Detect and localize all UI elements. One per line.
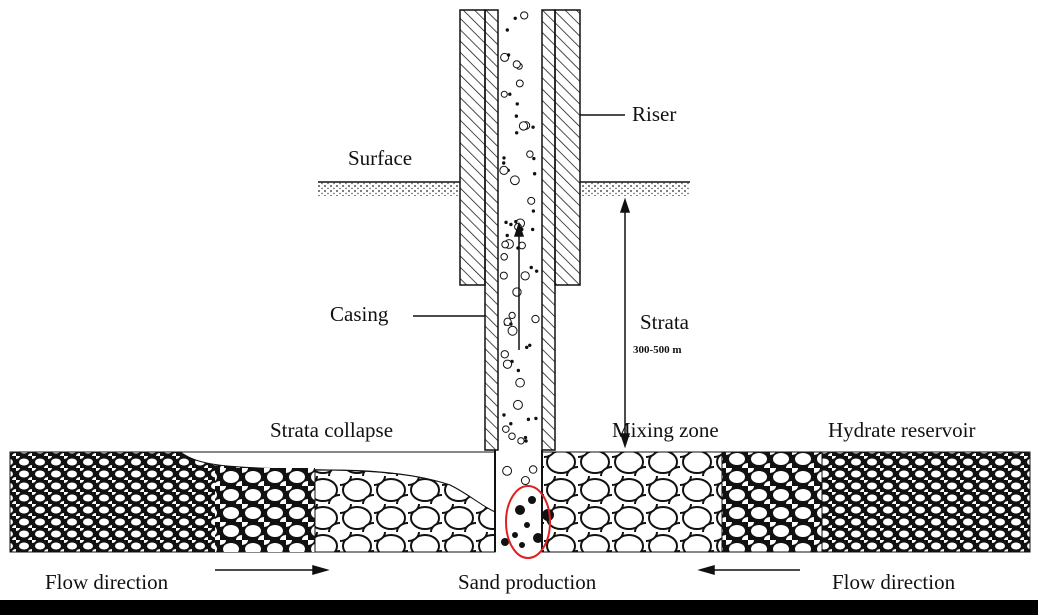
bubble bbox=[515, 377, 525, 388]
strata-depth-label: 300-500 m bbox=[633, 344, 682, 356]
flow-up-arrow bbox=[513, 221, 525, 350]
bubble bbox=[502, 359, 513, 369]
hydrate-reservoir-layer bbox=[9, 451, 1031, 553]
strata-depth-arrow bbox=[619, 197, 631, 449]
flow-direction-left-label: Flow direction bbox=[45, 570, 169, 594]
bubble bbox=[518, 121, 529, 131]
bubble bbox=[502, 413, 506, 417]
bubble bbox=[509, 422, 513, 426]
sand-production-highlight bbox=[505, 485, 551, 559]
bubble bbox=[509, 322, 513, 326]
flow-arrow-right bbox=[215, 565, 330, 575]
bubble bbox=[514, 114, 519, 118]
bubble bbox=[528, 465, 538, 474]
bubble bbox=[500, 90, 508, 98]
bubble bbox=[520, 476, 530, 486]
bubble bbox=[523, 435, 528, 440]
bubble bbox=[531, 314, 540, 324]
flow-direction-right-label: Flow direction bbox=[832, 570, 956, 594]
bubble bbox=[526, 417, 531, 422]
bubble bbox=[501, 240, 510, 249]
bubble bbox=[500, 350, 509, 359]
bubble bbox=[532, 172, 537, 176]
bubble bbox=[500, 52, 510, 62]
strata-collapse-label: Strata collapse bbox=[270, 418, 394, 442]
bubble bbox=[520, 11, 529, 20]
sand-production-label: Sand production bbox=[458, 570, 597, 594]
bubble bbox=[525, 345, 529, 350]
bubble bbox=[512, 60, 521, 69]
bottom-border bbox=[0, 600, 1038, 615]
sand-particles bbox=[501, 496, 554, 548]
bubble bbox=[512, 287, 522, 297]
bubble bbox=[530, 227, 535, 232]
bubble bbox=[508, 432, 516, 440]
bubble bbox=[515, 102, 519, 106]
bubble bbox=[507, 325, 518, 336]
bubble bbox=[502, 156, 506, 160]
bubble bbox=[510, 175, 520, 186]
flow-arrow-left bbox=[697, 565, 800, 575]
bubble bbox=[534, 416, 538, 421]
hydrate-reservoir-label: Hydrate reservoir bbox=[828, 418, 976, 442]
casing-label: Casing bbox=[330, 302, 389, 326]
mixing-zone-label: Mixing zone bbox=[612, 418, 719, 442]
bubble bbox=[499, 271, 508, 280]
ground-surface bbox=[318, 181, 690, 196]
bubble bbox=[513, 399, 523, 410]
bubble bbox=[526, 150, 534, 158]
surface-label: Surface bbox=[348, 146, 413, 170]
bubble bbox=[502, 425, 510, 433]
bubble bbox=[531, 209, 536, 213]
bubble bbox=[529, 265, 533, 270]
bubble bbox=[514, 131, 519, 135]
bubble bbox=[504, 220, 508, 225]
bubble bbox=[502, 465, 513, 476]
bubble bbox=[499, 165, 509, 175]
bubble bbox=[527, 196, 536, 205]
bubble bbox=[510, 359, 514, 364]
bubble bbox=[506, 53, 511, 57]
bubble bbox=[517, 437, 525, 445]
bubble bbox=[515, 79, 524, 88]
bubble bbox=[528, 343, 532, 348]
riser-label: Riser bbox=[632, 102, 677, 126]
bubble bbox=[531, 125, 535, 129]
riser bbox=[459, 9, 581, 286]
bubble bbox=[520, 271, 530, 281]
bubble bbox=[534, 269, 539, 273]
bubble bbox=[505, 233, 509, 238]
bubble bbox=[505, 28, 510, 32]
casing bbox=[484, 9, 556, 552]
bubble bbox=[502, 161, 506, 165]
bubble bbox=[524, 439, 528, 443]
bubble bbox=[508, 311, 516, 320]
strata-label: Strata bbox=[640, 310, 689, 334]
bubble bbox=[532, 156, 536, 161]
bubble bbox=[514, 219, 518, 224]
bubble bbox=[509, 222, 513, 227]
bubble bbox=[508, 92, 512, 96]
bubble bbox=[516, 368, 521, 373]
bubble bbox=[513, 16, 517, 20]
bubble bbox=[500, 253, 508, 261]
